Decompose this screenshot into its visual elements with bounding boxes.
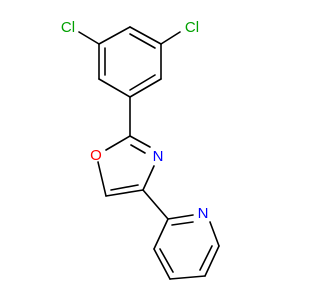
bond-c1-c2 — [98, 78, 131, 98]
bond-c3-c4 — [98, 26, 131, 45]
bond-p4-p3 — [153, 248, 171, 280]
bond-p5-p4 — [169, 275, 206, 280]
bond-o1-c5 — [97, 161, 107, 197]
atom-label-pyridine-nitrogen: N — [198, 205, 209, 222]
bond-c5-cl — [160, 31, 181, 45]
structure-diagram: Cl Cl O N N — [61, 19, 220, 280]
bond-oxazole-pyridine — [142, 189, 169, 220]
bond-p4-p3-inner — [159, 248, 174, 273]
bond-c4-c5 — [129, 26, 162, 45]
molecule-canvas: Cl Cl O N N — [61, 19, 220, 280]
bond-p2-n1 — [167, 214, 194, 220]
bond-n3-c2-inner — [130, 144, 146, 154]
atom-label-oxygen: O — [90, 147, 102, 164]
bond-c3-cl — [78, 31, 100, 45]
bond-c5-c4 — [105, 189, 144, 197]
bond-c4-c5-inner — [129, 33, 156, 49]
bond-c6-c1 — [129, 78, 162, 98]
bond-c2-o1 — [105, 135, 131, 151]
atom-label-cl-right: Cl — [185, 19, 199, 36]
bond-p3-p2 — [153, 218, 169, 250]
bond-n1-p6 — [209, 221, 220, 247]
atom-label-oxazole-nitrogen: N — [153, 148, 164, 165]
bond-c5-c4-inner — [110, 184, 139, 191]
bond-n3-c2 — [129, 135, 151, 148]
bond-p2-n1-inner — [171, 221, 194, 226]
bond-c4-n3 — [142, 165, 155, 191]
bond-c6-c1-inner — [129, 74, 156, 91]
bond-p6-p5 — [204, 245, 220, 277]
atom-label-cl-left: Cl — [61, 19, 75, 36]
bond-p6-p5-inner — [199, 245, 213, 271]
